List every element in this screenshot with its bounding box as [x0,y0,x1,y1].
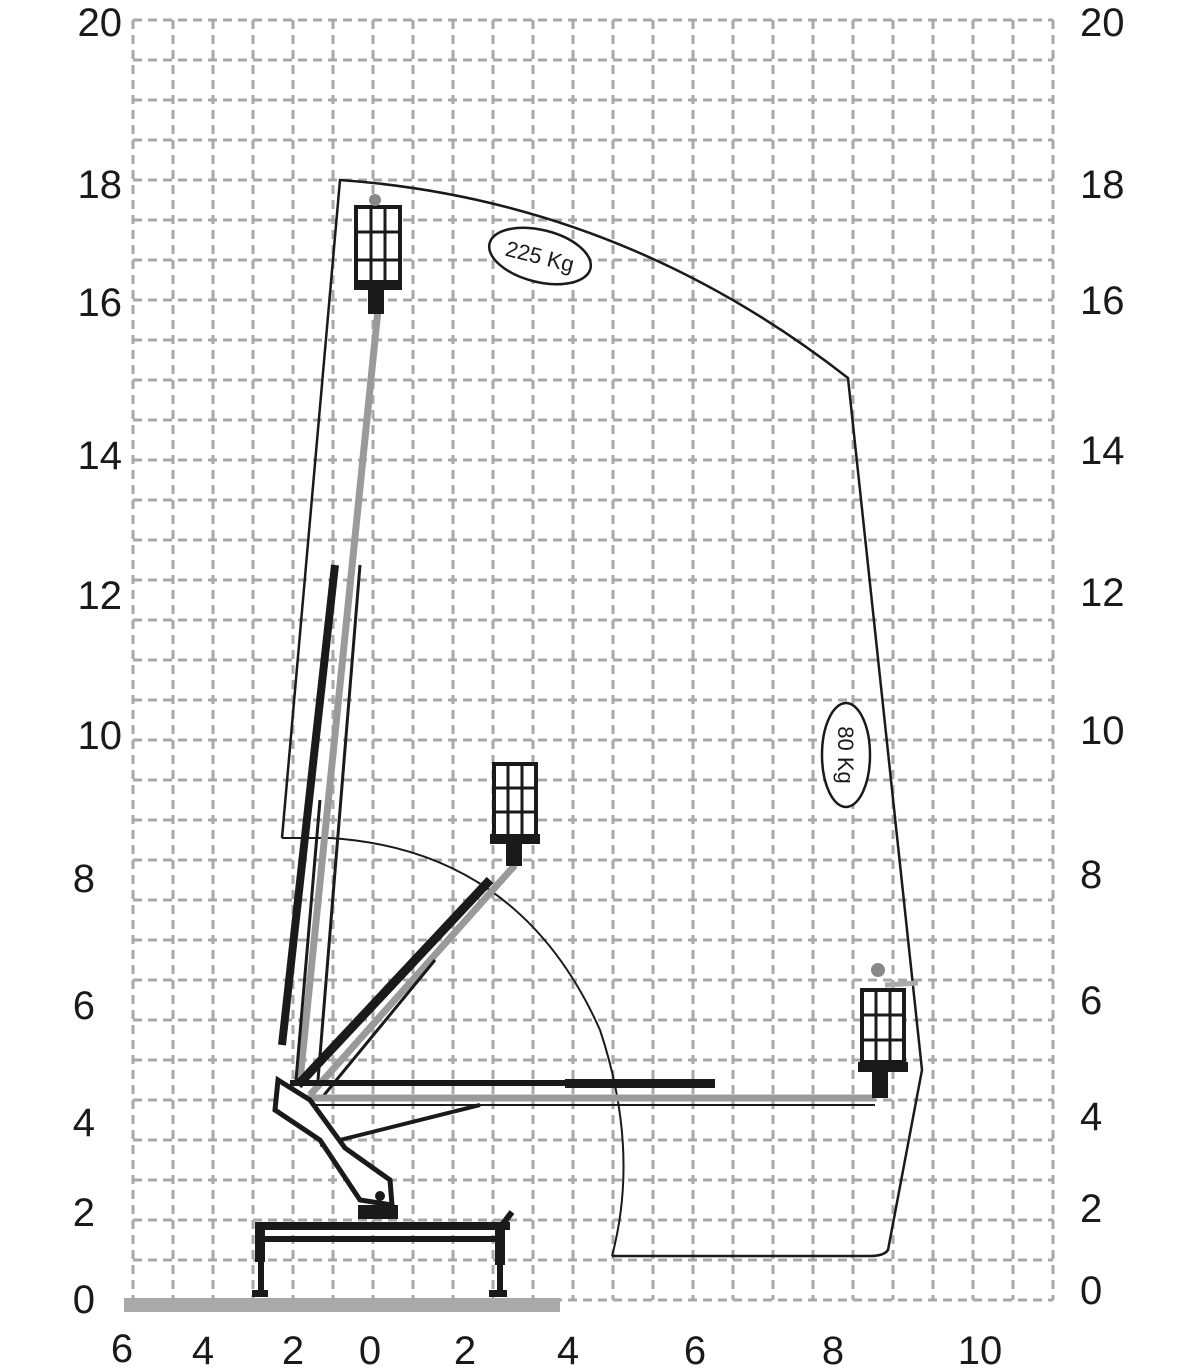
y-label-right: 12 [1080,571,1125,615]
y-label-right: 2 [1080,1187,1102,1231]
y-label-right: 4 [1080,1095,1102,1139]
boom-diagonal [294,862,518,1101]
boom-vertical [278,309,382,1081]
y-axis-left: 20 18 16 14 12 10 8 6 4 2 0 [73,1,122,1322]
y-label-left: 0 [73,1278,95,1322]
basket-middle [490,762,540,866]
chassis [252,1210,515,1297]
y-label-right: 18 [1080,163,1125,207]
y-label-left: 14 [78,434,123,478]
x-label: 2 [454,1329,476,1370]
y-label-right: 14 [1080,429,1125,473]
basket-right [858,963,919,1098]
x-label: 0 [359,1329,381,1370]
working-envelope [280,178,924,1258]
y-label-right: 6 [1080,979,1102,1023]
y-label-left: 4 [73,1101,95,1145]
y-label-right: 16 [1080,279,1125,323]
y-label-left: 18 [78,163,123,207]
y-label-right: 10 [1080,709,1125,753]
y-label-left: 6 [73,984,95,1028]
y-axis-right: 20 18 16 14 12 10 8 6 4 2 0 [1080,1,1125,1313]
y-label-left: 16 [78,281,123,325]
basket-top [354,194,402,314]
y-label-right: 0 [1080,1269,1102,1313]
load-label-225: 225 Kg [487,226,593,286]
grid [131,18,1055,1302]
turret-base [358,1205,398,1219]
load-label-80: 80 Kg [820,701,872,809]
y-label-left: 10 [78,714,123,758]
x-label: 10 [958,1329,1003,1370]
inner-envelope-arc [282,837,625,1257]
x-label: 2 [282,1329,304,1370]
boom-horizontal [290,1079,875,1147]
x-label: 8 [822,1329,844,1370]
x-label: 4 [557,1329,579,1370]
x-axis: 6 4 2 0 2 4 6 8 10 [111,1327,1002,1370]
x-label: 6 [684,1329,706,1370]
y-label-right: 20 [1080,1,1125,45]
load-text-80: 80 Kg [833,726,858,784]
y-label-left: 2 [73,1191,95,1235]
x-label: 6 [111,1327,133,1370]
x-label: 4 [192,1329,214,1370]
turret-pivot [375,1191,385,1201]
y-label-right: 8 [1080,853,1102,897]
y-label-left: 20 [78,1,123,45]
ground-strip [124,1298,560,1312]
y-label-left: 12 [78,574,123,618]
y-label-left: 8 [73,857,95,901]
